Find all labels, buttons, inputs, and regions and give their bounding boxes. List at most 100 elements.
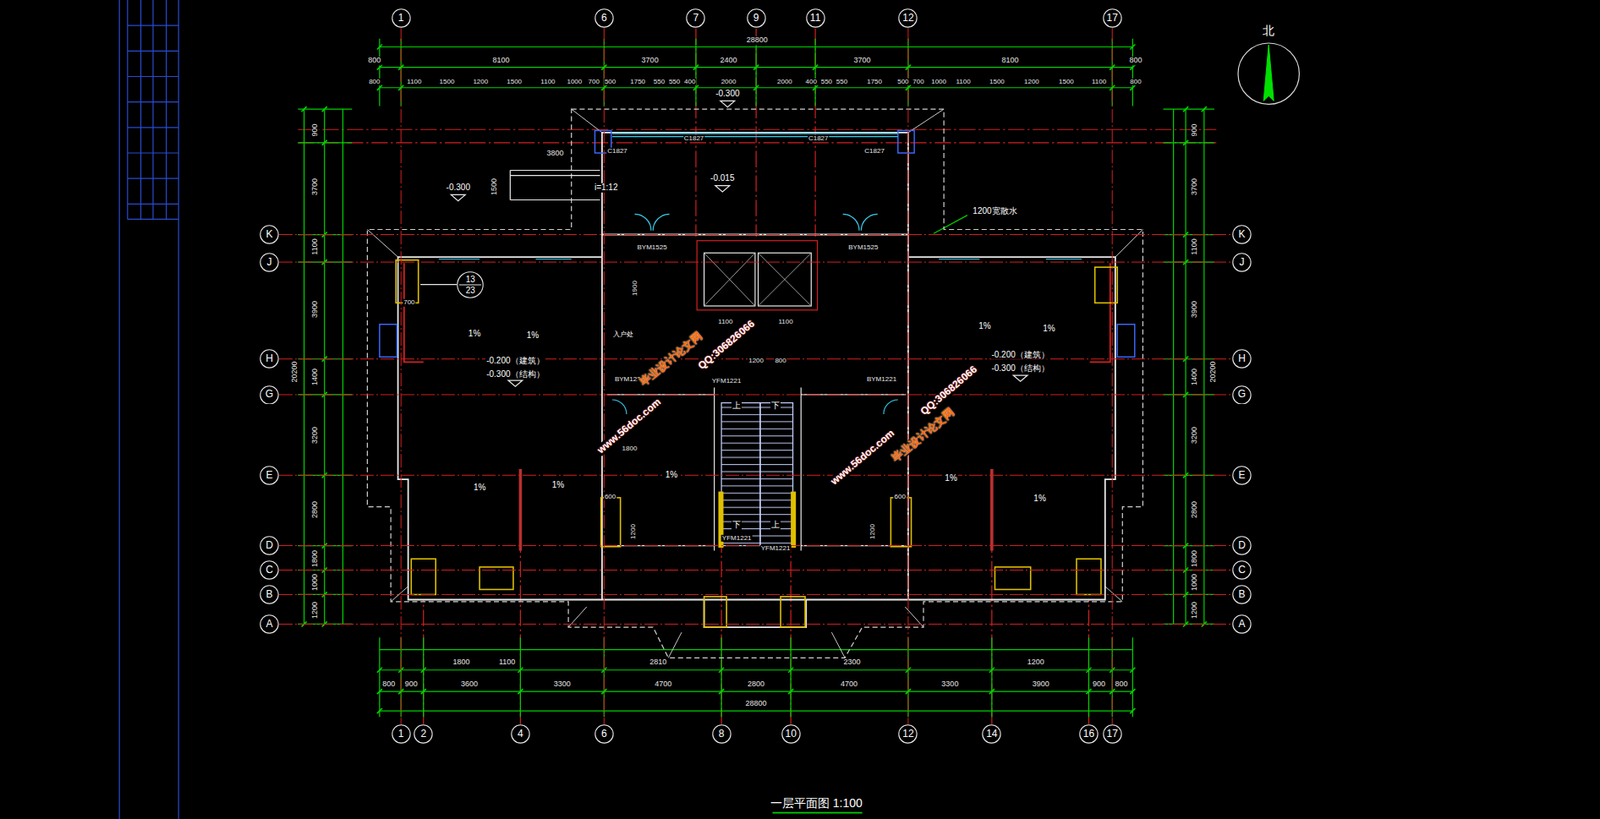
axis-number: 9 <box>753 12 760 24</box>
axis-number: 10 <box>784 728 796 740</box>
axis-bubble: D <box>1232 536 1252 556</box>
dimension-text: 1200 <box>1190 601 1199 620</box>
circle-outline <box>260 615 279 634</box>
axis-line <box>279 262 1233 264</box>
axis-number: B <box>266 589 274 601</box>
circle-outline <box>1232 225 1251 244</box>
dimension-text: 700 <box>911 77 925 85</box>
axis-number: C <box>265 564 274 576</box>
dimension-text: C1827 <box>606 147 629 154</box>
axis-number: 6 <box>601 728 608 740</box>
circle-outline <box>1232 561 1251 580</box>
circle-outline <box>392 9 411 28</box>
circle-outline <box>260 252 279 271</box>
dimension-text: 1400 <box>311 367 319 387</box>
dimension-text: 700 <box>402 299 416 307</box>
plan-note: 1% <box>472 483 487 494</box>
axis-bubble: 12 <box>898 724 918 745</box>
dimension-text: 1100 <box>1090 77 1107 85</box>
plan-note: i=1:12 <box>593 183 620 193</box>
dimension-text: 1500 <box>988 77 1006 85</box>
dimension-text: 1000 <box>565 77 583 85</box>
dimension-text: 2400 <box>719 57 739 66</box>
axis-number: K <box>266 229 274 241</box>
plan-note: -0.015 <box>709 174 735 184</box>
watermark: www.56doc.com <box>827 427 897 488</box>
detail-number: 23 <box>465 284 476 296</box>
axis-line <box>279 475 1233 477</box>
circle-outline <box>982 725 1001 744</box>
dimension-text: 3800 <box>545 149 565 158</box>
circle-outline <box>1232 350 1251 368</box>
dimension-text: 800 <box>367 77 381 85</box>
axis-bubble: B <box>1232 585 1252 605</box>
dimension-text: 1200 <box>1026 659 1046 668</box>
circle-outline <box>595 725 614 744</box>
plan-note: -0.300 <box>445 183 472 193</box>
axis-number: 2 <box>420 728 427 740</box>
dimension-text: 1200 <box>747 357 765 365</box>
plan-note: 1% <box>551 481 565 491</box>
drawing-caption: 一层平面图 1:100 <box>770 797 863 811</box>
north-needle <box>1263 44 1274 101</box>
dimension-text: 20200 <box>290 361 299 384</box>
dimension-text: 550 <box>668 77 681 85</box>
axis-bubble: J <box>1232 252 1252 273</box>
circle-outline <box>1103 9 1122 28</box>
dimension-text: 28800 <box>745 37 769 45</box>
dimension-text: 1500 <box>438 77 456 85</box>
axis-number: 6 <box>601 12 608 24</box>
axis-line <box>603 27 605 725</box>
plan-note: 下 <box>731 520 742 531</box>
dimension-text: 550 <box>820 77 833 85</box>
dimension-text: 2000 <box>776 77 794 85</box>
axis-number: H <box>1238 353 1246 365</box>
north-label: 北 <box>1236 24 1301 38</box>
circle-outline <box>1079 725 1098 744</box>
building-outline <box>367 100 1143 658</box>
axis-bubble: 6 <box>594 724 614 745</box>
axis-line <box>400 27 402 725</box>
dimension-text: 20200 <box>1209 361 1217 384</box>
circle-outline <box>1232 615 1251 634</box>
plan-note: 1% <box>664 471 679 481</box>
axis-bubble: C <box>259 560 280 581</box>
circle-outline <box>260 350 279 368</box>
dimension-text: 800 <box>367 57 382 66</box>
dimension-text: 900 <box>311 123 319 138</box>
dimension-text: 800 <box>1128 77 1142 85</box>
axis-line <box>279 394 1233 395</box>
dimension-text: 3700 <box>641 57 660 66</box>
axis-number: D <box>265 540 274 552</box>
axis-bubble: H <box>1232 349 1252 369</box>
north-arrow: 北 <box>1236 24 1301 106</box>
plan-note: -0.200（建筑） <box>990 350 1050 361</box>
dimension-text: 500 <box>603 77 617 85</box>
axis-bubble: 14 <box>981 724 1002 745</box>
dimension-text: 1100 <box>717 318 734 326</box>
dimension-text: 2810 <box>648 659 668 668</box>
axis-number: G <box>1238 389 1246 400</box>
axis-bubble: A <box>1232 614 1252 635</box>
title-block-frame <box>119 0 179 819</box>
axis-bubble: 17 <box>1102 8 1123 28</box>
axis-line <box>907 27 909 725</box>
dimension-text: 3700 <box>311 177 319 197</box>
axis-bubble: G <box>259 385 280 406</box>
dimension-text: 2800 <box>311 500 319 520</box>
dimension-text: 8100 <box>1001 57 1020 66</box>
circle-outline <box>805 9 824 28</box>
dimension-text: 2000 <box>720 77 738 85</box>
dimension-text: 3200 <box>311 426 319 445</box>
plan-note: -0.300（结构） <box>485 370 545 380</box>
dimension-text: 3900 <box>1031 680 1051 689</box>
dimension-text: 1100 <box>777 318 794 326</box>
dimension-text: 1800 <box>451 659 471 668</box>
plan-note: 上 <box>731 401 742 411</box>
dimension-text: 1000 <box>930 77 948 85</box>
dimension-text: 1100 <box>405 77 422 85</box>
axis-bubble: H <box>259 349 280 369</box>
dimension-text: 800 <box>773 357 787 365</box>
dimension-text: 500 <box>896 77 910 85</box>
